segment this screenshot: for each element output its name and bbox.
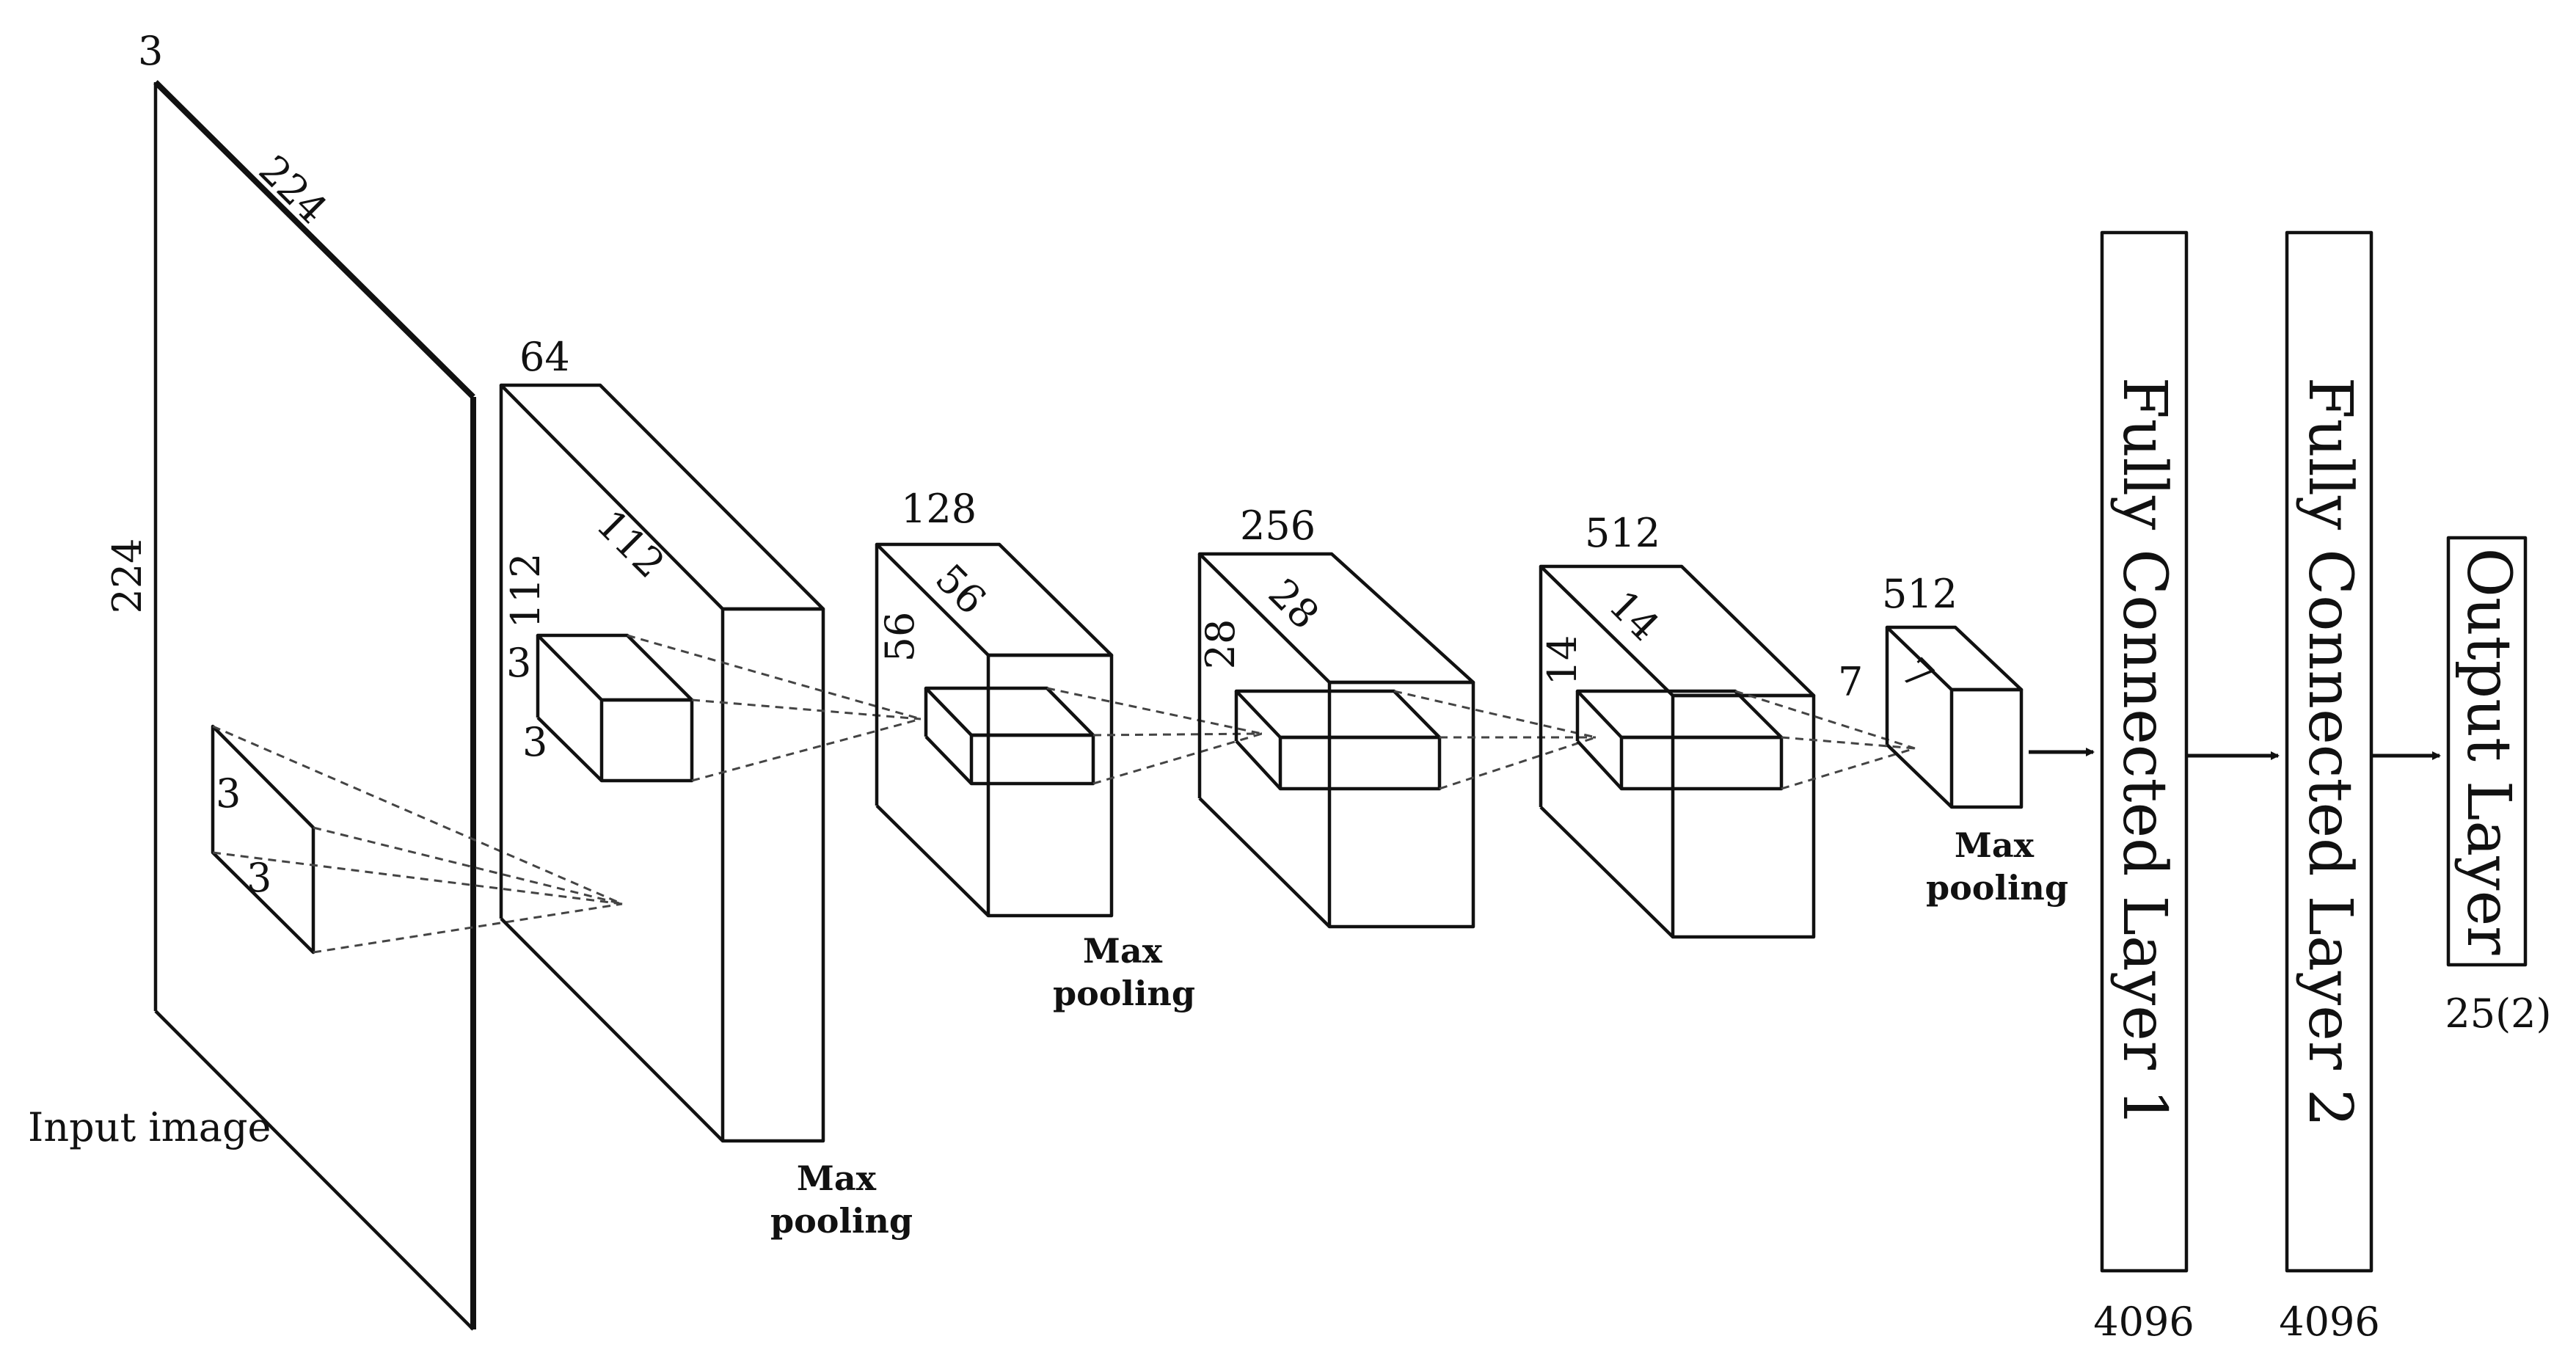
block-3-spatial-top-label: 28 [1260,570,1328,638]
conv-block-4 [1539,564,1816,939]
block-2-spatial-top-label: 56 [927,555,995,624]
block-3-channels-label: 256 [1240,503,1316,549]
output-layer-box [2446,536,2528,967]
output-units-label: 25(2) [2445,990,2551,1037]
conv-block-1 [499,383,825,1143]
fully-connected-layer-1-box [2100,230,2189,1273]
block-4-channels-label: 512 [1585,510,1660,556]
max-pooling-label-2: Max pooling [1053,931,1195,1013]
block-4-receptive-field-lines [1734,690,1916,790]
input-height-label: 224 [104,538,150,613]
input-kernel-patch [211,724,315,955]
input-kernel-height-label: 3 [216,770,241,817]
fc1-units-label: 4096 [2093,1299,2194,1345]
conv-block-3-kernel [1234,689,1442,791]
fully-connected-layer-2-label: Fully Connected Layer 2 [2295,377,2365,1127]
fully-connected-layer-1-label: Fully Connected Layer 1 [2109,377,2179,1127]
svg-text:Max: Max [1083,931,1163,971]
block-4-spatial-side-label: 14 [1539,635,1586,686]
block-5-channels-label: 512 [1882,571,1957,617]
conv-block-2-kernel [924,686,1095,786]
block-4-spatial-top-label: 14 [1600,582,1668,650]
block-5-spatial-top-label: 7 [1892,649,1943,700]
svg-text:Max: Max [1955,825,2035,865]
conv-block-1-kernel [536,633,694,783]
svg-text:pooling: pooling [1053,974,1195,1013]
input-receptive-field-lines [212,725,623,954]
block-3-receptive-field-lines [1393,690,1597,790]
svg-text:pooling: pooling [770,1201,913,1241]
block-1-kernel-width-label: 3 [522,719,547,765]
conv-block-5 [1885,625,2024,809]
block-3-spatial-side-label: 28 [1197,619,1244,670]
max-pooling-label-3: Max pooling [1926,825,2068,908]
block-1-kernel-height-label: 3 [506,640,531,686]
block-1-channels-label: 64 [519,334,570,380]
block-5-spatial-side-label: 7 [1838,659,1863,705]
input-image-caption: Input image [28,1104,271,1150]
conv-block-3 [1197,552,1475,929]
input-depth-label: 3 [138,28,163,74]
input-kernel-width-label: 3 [247,855,271,901]
block-1-spatial-top-label: 112 [588,501,674,587]
block-1-spatial-side-label: 112 [503,552,549,628]
conv-block-2 [875,542,1114,918]
svg-text:pooling: pooling [1926,868,2068,908]
block-2-receptive-field-lines [1046,687,1263,785]
input-image-plane [153,80,476,1331]
input-width-label: 224 [250,147,336,233]
svg-text:Max: Max [797,1158,877,1198]
fc2-units-label: 4096 [2279,1299,2379,1345]
output-layer-label: Output Layer [2453,548,2523,956]
block-2-channels-label: 128 [901,486,977,532]
fully-connected-layer-2-box [2285,230,2374,1273]
block-2-spatial-side-label: 56 [877,612,923,663]
block-1-receptive-field-lines [627,634,922,782]
max-pooling-label-1: Max pooling [770,1158,913,1241]
conv-block-4-kernel [1575,689,1784,791]
